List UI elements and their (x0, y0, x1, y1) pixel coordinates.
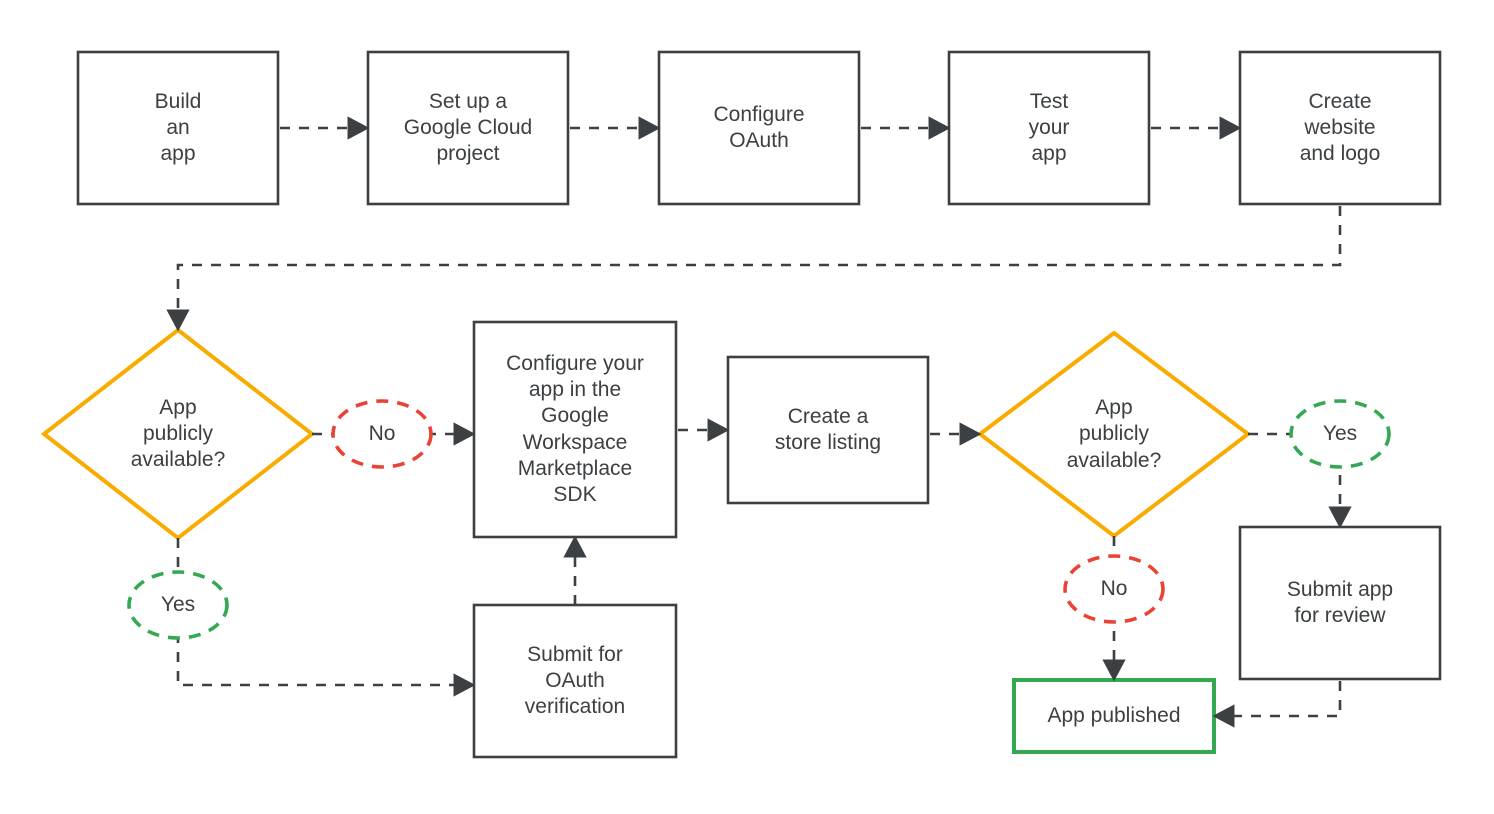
node-gcp-project[interactable] (366, 50, 570, 206)
node-website-and-logo[interactable] (1238, 50, 1442, 206)
edge-decision1-yes-to-oauth (176, 538, 476, 697)
node-submit-oauth[interactable] (472, 603, 678, 759)
edge-label-bubble-no-1 (331, 399, 433, 469)
edge-label-bubble-no-2 (1063, 554, 1165, 624)
node-build-an-app[interactable] (76, 50, 280, 206)
node-configure-oauth[interactable] (657, 50, 861, 206)
node-create-store-listing[interactable] (726, 355, 930, 505)
edge-label-bubble-yes-1 (127, 570, 229, 640)
edge-label-bubble-yes-2 (1289, 399, 1391, 469)
node-app-published[interactable] (1012, 678, 1216, 754)
node-decision-public-1[interactable] (40, 327, 316, 541)
edge-decision2-yes-to-review (1248, 432, 1352, 529)
edge-review-to-published (1212, 681, 1342, 728)
node-configure-sdk[interactable] (472, 320, 678, 539)
node-decision-public-2[interactable] (976, 330, 1252, 539)
node-test-your-app[interactable] (947, 50, 1151, 206)
edge-website-to-decision1 (166, 206, 1342, 332)
node-submit-for-review[interactable] (1238, 525, 1442, 681)
